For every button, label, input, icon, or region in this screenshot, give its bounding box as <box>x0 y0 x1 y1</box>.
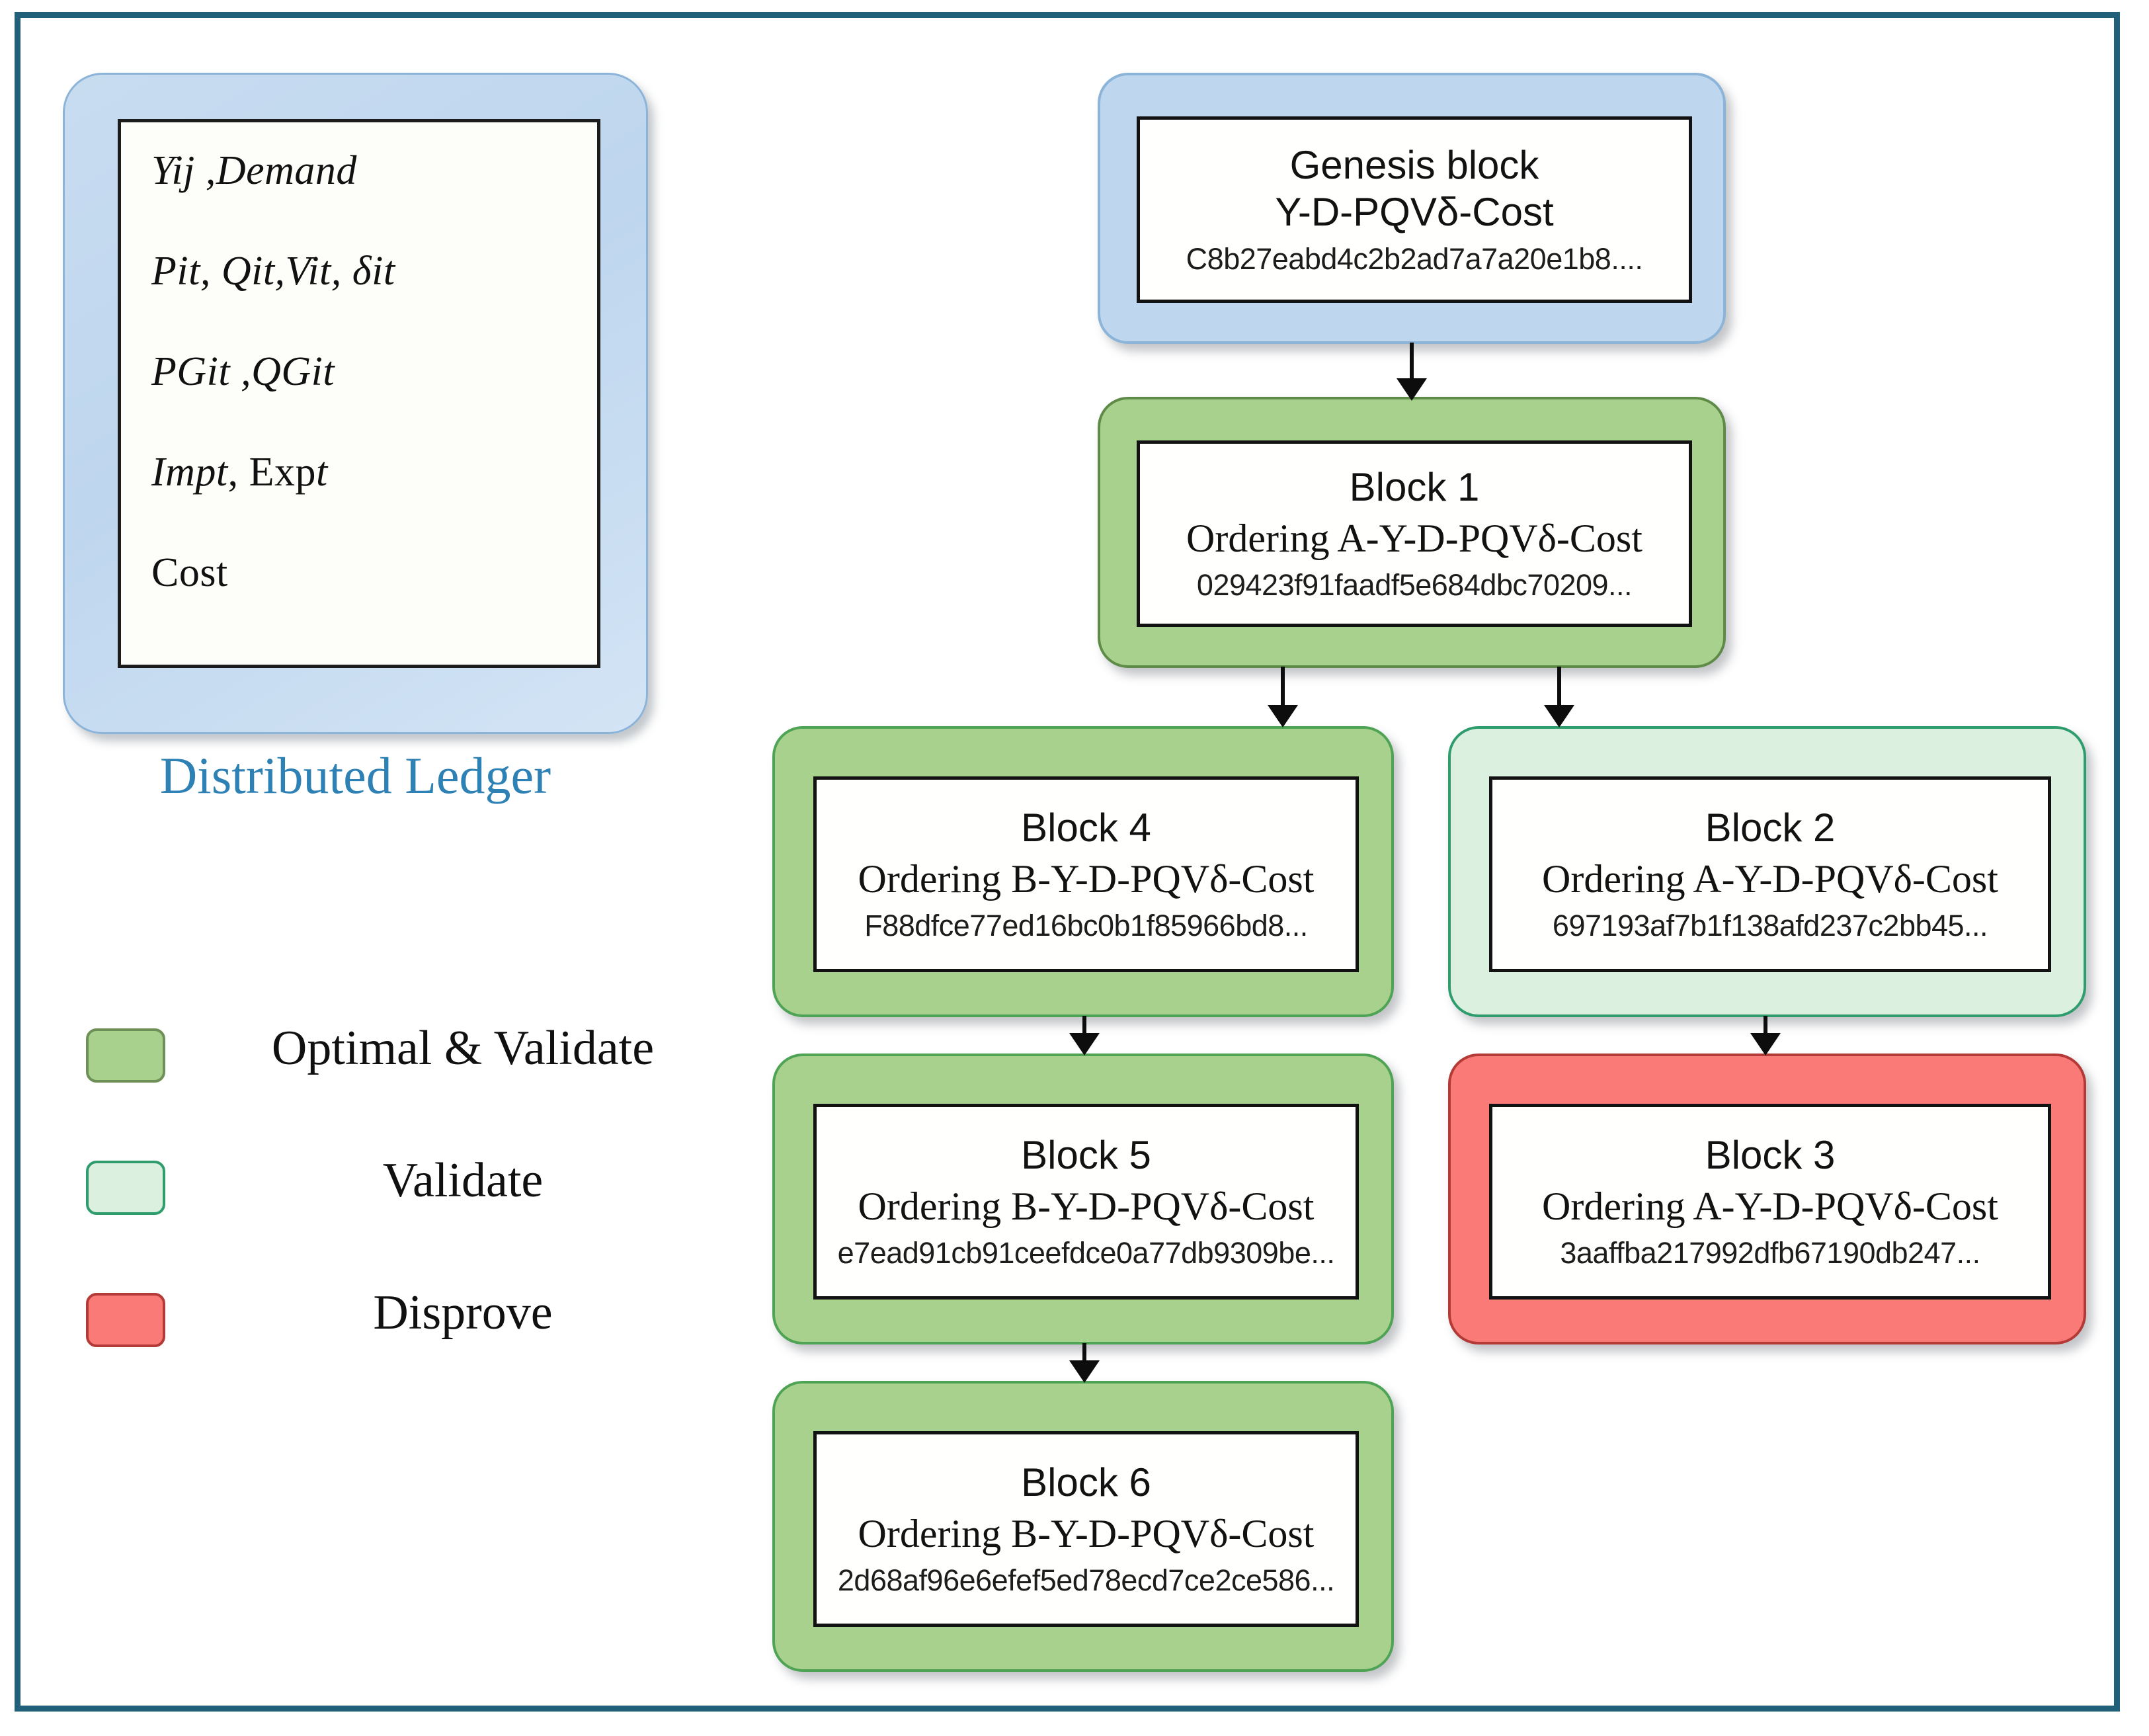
block-title-block3: Block 3 <box>1705 1132 1836 1177</box>
ledger-line-2: Pit, Qit,Vit, δit <box>151 249 395 294</box>
block-hash-genesis: C8b27eabd4c2b2ad7a7a20e1b8.... <box>1186 241 1643 276</box>
edge-block4-to-block5 <box>1069 1016 1100 1055</box>
legend-label-optimal-validate: Optimal & Validate <box>271 1021 655 1075</box>
block-inner-block4: Block 4 Ordering B-Y-D-PQVδ-Cost F88dfce… <box>813 776 1359 972</box>
edge-block5-to-block6 <box>1069 1343 1100 1383</box>
block-node-block3[interactable]: Block 3 Ordering A-Y-D-PQVδ-Cost 3aaffba… <box>1448 1054 2086 1344</box>
block-title-block1: Block 1 <box>1349 464 1480 509</box>
block-hash-block6: 2d68af96e6efef5ed78ecd7ce2ce586... <box>837 1563 1335 1598</box>
block-hash-block1: 029423f91faadf5e684dbc70209... <box>1196 568 1633 602</box>
block-title-block4: Block 4 <box>1021 805 1151 850</box>
block-ordering-block2: Ordering A-Y-D-PQVδ-Cost <box>1542 857 1998 901</box>
edge-block1-to-block4 <box>1268 667 1298 727</box>
distributed-ledger-group: Yij ,Demand Pit, Qit,Vit, δit PGit ,QGit… <box>63 73 648 804</box>
edge-genesis-to-block1 <box>1397 343 1427 401</box>
block-hash-block2: 697193af7b1f138afd237c2bb45... <box>1552 909 1988 943</box>
block-inner-block3: Block 3 Ordering A-Y-D-PQVδ-Cost 3aaffba… <box>1489 1104 2051 1300</box>
block-inner-block6: Block 6 Ordering B-Y-D-PQVδ-Cost 2d68af9… <box>813 1431 1359 1627</box>
block-ordering-block4: Ordering B-Y-D-PQVδ-Cost <box>858 857 1315 901</box>
block-node-block2[interactable]: Block 2 Ordering A-Y-D-PQVδ-Cost 697193a… <box>1448 726 2086 1017</box>
block-inner-genesis: Genesis block Y-D-PQVδ-Cost C8b27eabd4c2… <box>1137 116 1692 303</box>
legend-swatch-validate <box>86 1161 165 1215</box>
block-node-block5[interactable]: Block 5 Ordering B-Y-D-PQVδ-Cost e7ead91… <box>772 1054 1394 1344</box>
block-hash-block4: F88dfce77ed16bc0b1f85966bd8... <box>864 909 1308 943</box>
block-ordering-block1: Ordering A-Y-D-PQVδ-Cost <box>1186 517 1642 561</box>
legend-label-disprove: Disprove <box>373 1286 553 1340</box>
block-ordering-block5: Ordering B-Y-D-PQVδ-Cost <box>858 1184 1315 1229</box>
block-inner-block1: Block 1 Ordering A-Y-D-PQVδ-Cost 029423f… <box>1137 440 1692 627</box>
block-title-block2: Block 2 <box>1705 805 1836 850</box>
block-hash-block5: e7ead91cb91ceefdce0a77db9309be... <box>837 1236 1335 1270</box>
legend-item-optimal-validate: Optimal & Validate <box>86 1021 754 1095</box>
ledger-line-5: Cost <box>151 550 228 595</box>
legend-swatch-disprove <box>86 1293 165 1347</box>
block-ordering-genesis: Y-D-PQVδ-Cost <box>1275 190 1554 234</box>
legend-item-disprove: Disprove <box>86 1286 754 1359</box>
ledger-line-1: Yij ,Demand <box>151 148 357 193</box>
edge-block1-to-block2 <box>1544 667 1574 727</box>
block-title-genesis: Genesis block <box>1289 143 1539 188</box>
legend-item-validate: Validate <box>86 1153 754 1227</box>
block-hash-block3: 3aaffba217992dfb67190db247... <box>1560 1236 1980 1270</box>
block-title-block5: Block 5 <box>1021 1132 1151 1177</box>
block-node-block1[interactable]: Block 1 Ordering A-Y-D-PQVδ-Cost 029423f… <box>1098 397 1726 668</box>
block-ordering-block6: Ordering B-Y-D-PQVδ-Cost <box>858 1512 1315 1556</box>
block-inner-block5: Block 5 Ordering B-Y-D-PQVδ-Cost e7ead91… <box>813 1104 1359 1300</box>
ledger-line-4: Impt, Expt <box>151 450 328 495</box>
block-ordering-block3: Ordering A-Y-D-PQVδ-Cost <box>1542 1184 1998 1229</box>
block-node-genesis[interactable]: Genesis block Y-D-PQVδ-Cost C8b27eabd4c2… <box>1098 73 1726 344</box>
legend-swatch-optimal-validate <box>86 1028 165 1083</box>
legend-label-validate: Validate <box>382 1153 544 1208</box>
block-title-block6: Block 6 <box>1021 1460 1151 1505</box>
edge-block2-to-block3 <box>1750 1016 1781 1055</box>
block-inner-block2: Block 2 Ordering A-Y-D-PQVδ-Cost 697193a… <box>1489 776 2051 972</box>
block-node-block4[interactable]: Block 4 Ordering B-Y-D-PQVδ-Cost F88dfce… <box>772 726 1394 1017</box>
distributed-ledger-caption: Distributed Ledger <box>159 747 551 804</box>
distributed-ledger-box: Yij ,Demand Pit, Qit,Vit, δit PGit ,QGit… <box>118 119 600 668</box>
ledger-line-3: PGit ,QGit <box>151 349 335 394</box>
block-node-block6[interactable]: Block 6 Ordering B-Y-D-PQVδ-Cost 2d68af9… <box>772 1381 1394 1672</box>
